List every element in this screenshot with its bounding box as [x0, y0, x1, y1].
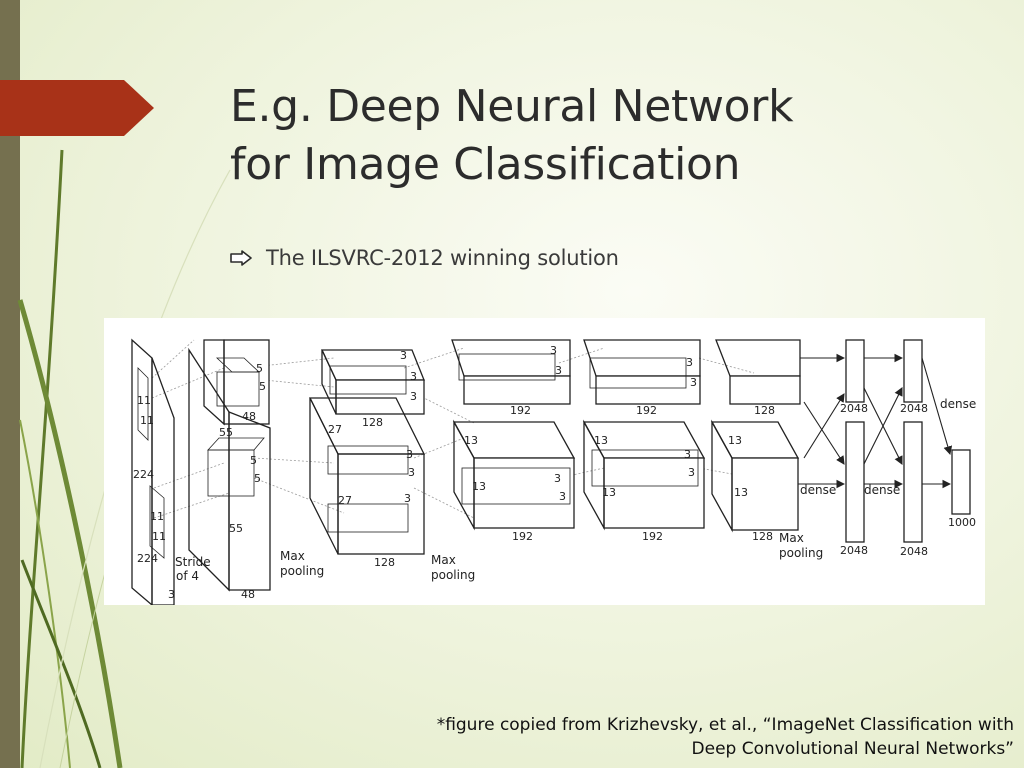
bullet-text: The ILSVRC-2012 winning solution: [266, 246, 619, 270]
conv3-bottom-block: [452, 419, 576, 531]
pool2-label: Max: [431, 553, 456, 567]
conv5-size-label-2: 13: [734, 486, 748, 499]
fc2-size-label: 2048: [900, 402, 928, 415]
pool1-label: Max: [280, 549, 305, 563]
input-depth-label: 3: [168, 588, 175, 601]
input-kernel-label: 11: [137, 394, 151, 407]
conv2-kernel-label-6: 3: [404, 492, 411, 505]
conv4-kernel-label-3: 3: [684, 448, 691, 461]
fc2-size-label-2: 2048: [900, 545, 928, 558]
conv4-depth-label-2: 192: [642, 530, 663, 543]
dense-label-2: dense: [800, 483, 836, 497]
bullet-item: The ILSVRC-2012 winning solution: [230, 246, 619, 270]
fc1-size-label-2: 2048: [840, 544, 868, 557]
conv3-kernel-label-3: 3: [554, 472, 561, 485]
conv2-kernel-label: 3: [400, 349, 407, 362]
conv3-depth-label: 192: [510, 404, 531, 417]
side-bar: [0, 0, 20, 768]
conv2-bottom-block: [308, 397, 426, 555]
pool3-label: Max: [779, 531, 804, 545]
pool3-label-2: pooling: [779, 546, 823, 560]
dense-layers: [845, 339, 971, 543]
conv1-kernel-label-3: 5: [250, 454, 257, 467]
conv4-bottom-block: [582, 419, 706, 531]
conv3-top-block: [451, 339, 571, 405]
conv5-depth-label: 128: [754, 404, 775, 417]
conv5-size-label: 13: [728, 434, 742, 447]
conv1-size-label: 55: [219, 426, 233, 439]
conv4-kernel-label: 3: [686, 356, 693, 369]
conv5-top-block: [715, 339, 801, 405]
input-kernel-label-2: 11: [140, 414, 154, 427]
caption-line-2: Deep Convolutional Neural Networks”: [691, 739, 1014, 759]
title-accent-arrow: [0, 80, 154, 136]
conv3-kernel-label: 3: [550, 344, 557, 357]
input-kernel-label-4: 11: [152, 530, 166, 543]
conv1-kernel-label-2: 5: [259, 380, 266, 393]
conv1-kernel-label: 5: [256, 362, 263, 375]
conv2-kernel-label-5: 3: [408, 466, 415, 479]
conv4-kernel-label-2: 3: [690, 376, 697, 389]
conv2-size-label-2: 27: [338, 494, 352, 507]
conv1-bottom-block: [188, 347, 271, 592]
conv4-size-label: 13: [594, 434, 608, 447]
conv3-kernel-label-2: 3: [555, 364, 562, 377]
title-line-2: for Image Classification: [230, 139, 741, 190]
conv3-depth-label-2: 192: [512, 530, 533, 543]
caption-line-1: *figure copied from Krizhevsky, et al., …: [436, 715, 1014, 735]
pool2-label-2: pooling: [431, 568, 475, 582]
input-width-label: 224: [137, 552, 158, 565]
conv3-size-label: 13: [464, 434, 478, 447]
conv2-kernel-label-3: 3: [410, 390, 417, 403]
title-line-1: E.g. Deep Neural Network: [230, 81, 794, 132]
conv4-size-label-2: 13: [602, 486, 616, 499]
arrow-bullet-icon: [230, 250, 252, 266]
conv3-kernel-label-4: 3: [559, 490, 566, 503]
alexnet-diagram: 11 11 224 11 11 224 Stride of 4 3 5 5 48…: [131, 338, 976, 605]
alexnet-architecture-figure: 11 11 224 11 11 224 Stride of 4 3 5 5 48…: [104, 318, 985, 605]
conv5-depth-label-2: 128: [752, 530, 773, 543]
conv2-kernel-label-2: 3: [410, 370, 417, 383]
input-height-label: 224: [133, 468, 154, 481]
output-size-label: 1000: [948, 516, 976, 529]
dense-connections: [798, 353, 953, 489]
dense-label: dense: [940, 397, 976, 411]
conv2-depth-label-2: 128: [374, 556, 395, 569]
conv2-depth-label: 128: [362, 416, 383, 429]
conv1-depth-label-2: 48: [241, 588, 255, 601]
conv4-top-block: [583, 339, 701, 405]
conv2-top-block: [320, 349, 425, 415]
stride-label-2: of 4: [176, 569, 199, 583]
figure-caption: *figure copied from Krizhevsky, et al., …: [314, 713, 1014, 761]
conv1-size-label-2: 55: [229, 522, 243, 535]
conv2-size-label: 27: [328, 423, 342, 436]
slide-title: E.g. Deep Neural Network for Image Class…: [230, 78, 794, 194]
stride-label: Stride: [175, 555, 211, 569]
fc1-size-label: 2048: [840, 402, 868, 415]
conv2-kernel-label-4: 3: [406, 448, 413, 461]
input-kernel-label-3: 11: [150, 510, 164, 523]
conv3-size-label-2: 13: [472, 480, 486, 493]
conv5-bottom-block: [710, 419, 800, 533]
dense-label-3: dense: [864, 483, 900, 497]
conv4-kernel-label-4: 3: [688, 466, 695, 479]
conv1-kernel-label-4: 5: [254, 472, 261, 485]
conv4-depth-label: 192: [636, 404, 657, 417]
conv1-top-block: [203, 339, 270, 426]
conv1-depth-label: 48: [242, 410, 256, 423]
pool1-label-2: pooling: [280, 564, 324, 578]
input-layer: [131, 338, 175, 605]
